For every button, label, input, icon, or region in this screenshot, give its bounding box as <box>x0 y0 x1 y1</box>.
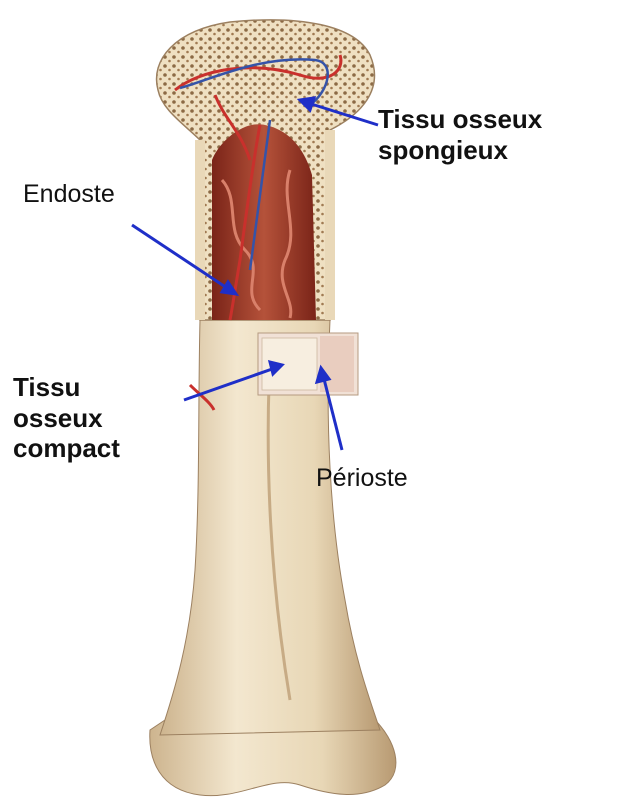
label-compact-line2: osseux <box>13 403 120 434</box>
label-periosteum: Périoste <box>316 464 408 494</box>
label-compact-line1: Tissu <box>13 372 120 403</box>
label-compact-bone: Tissu osseux compact <box>13 372 120 464</box>
label-spongy-line1: Tissu osseux <box>378 104 542 135</box>
label-spongy-bone: Tissu osseux spongieux <box>378 104 542 165</box>
label-endosteum: Endoste <box>23 180 115 210</box>
label-spongy-line2: spongieux <box>378 135 542 166</box>
label-compact-line3: compact <box>13 433 120 464</box>
